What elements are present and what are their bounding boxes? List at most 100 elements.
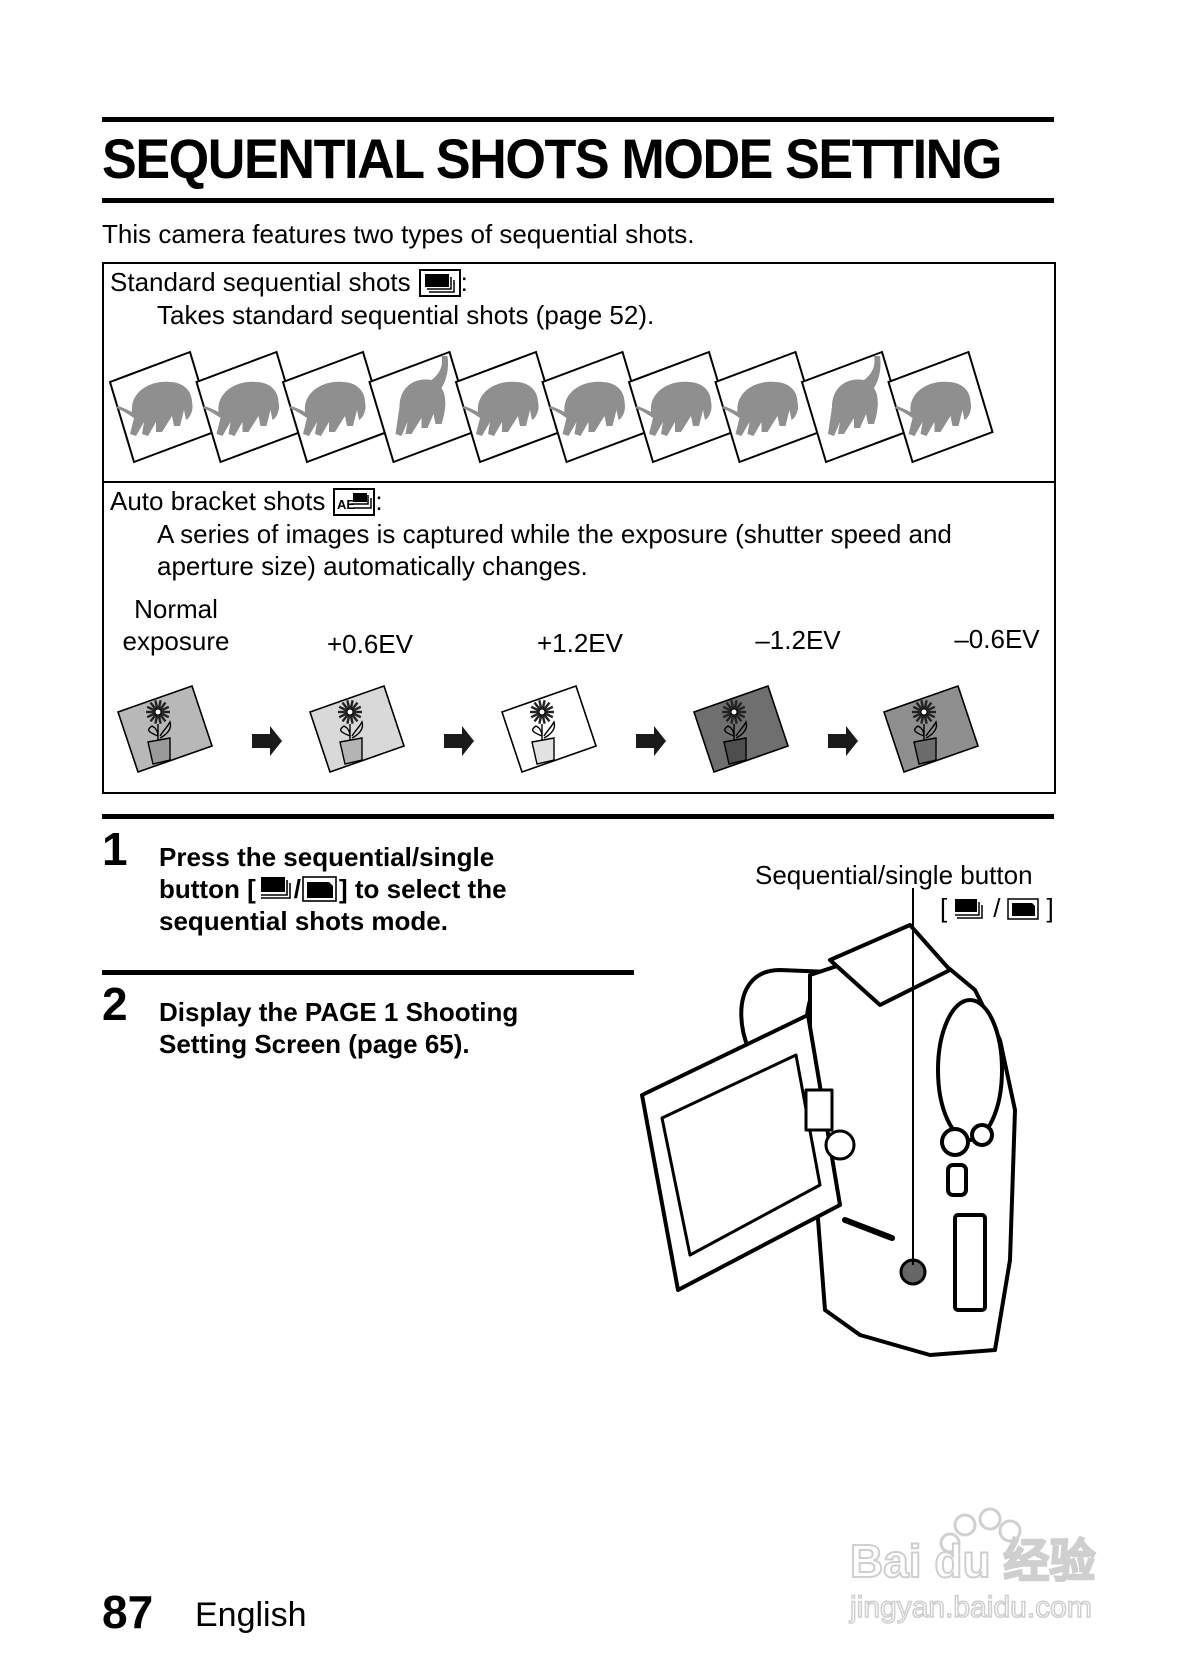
callout-close-bracket: ] bbox=[1046, 893, 1054, 923]
single-shot-icon bbox=[301, 874, 339, 904]
elephant-frame bbox=[800, 350, 908, 464]
step1-line2-slash: / bbox=[293, 874, 301, 904]
step1-line3: sequential shots mode. bbox=[159, 906, 448, 936]
standard-heading-label: Standard sequential shots bbox=[110, 267, 411, 297]
elephant-icon bbox=[721, 381, 799, 436]
auto-bracket-icon-text: AE bbox=[337, 497, 355, 512]
elephant-icon bbox=[635, 381, 712, 436]
camera-illustration bbox=[640, 888, 1017, 1357]
step2-text: Display the PAGE 1 Shooting Setting Scre… bbox=[159, 996, 518, 1060]
camera-callout-icons: [ / ] bbox=[940, 893, 1054, 924]
box-divider bbox=[102, 481, 1054, 483]
bracket-description-line2: aperture size) automatically changes. bbox=[157, 551, 588, 581]
auto-bracket-icon: AE bbox=[333, 487, 376, 516]
sequential-shots-icon bbox=[955, 898, 983, 919]
camera-callout-label: Sequential/single button bbox=[755, 860, 1033, 890]
camera-battery-door bbox=[953, 1213, 987, 1312]
step2-line2: Setting Screen (page 65). bbox=[159, 1029, 470, 1059]
page-title: SEQUENTIAL SHOTS MODE SETTING bbox=[102, 127, 1002, 190]
ev-label-minus-1-2: –1.2EV bbox=[755, 625, 841, 655]
bracket-frame bbox=[116, 684, 214, 774]
watermark-brand: Bai du 经验 bbox=[850, 1535, 1095, 1587]
bracket-description: A series of images is captured while the… bbox=[157, 518, 1047, 582]
ev-label-normal-line2: exposure bbox=[122, 626, 230, 656]
camera-slider bbox=[946, 1163, 968, 1197]
camera-hinge bbox=[804, 1088, 834, 1132]
camera-lcd-screen bbox=[660, 1053, 822, 1257]
camera-round-button bbox=[824, 1129, 856, 1161]
camera-flash bbox=[828, 923, 952, 1007]
flower-icon bbox=[338, 700, 364, 765]
camera-shutter-button bbox=[940, 1127, 970, 1157]
page-number: 87 bbox=[102, 1586, 154, 1638]
bracket-description-line1: A series of images is captured while the… bbox=[157, 519, 952, 549]
ev-label-minus-0-6: –0.6EV bbox=[954, 624, 1040, 654]
elephant-frame bbox=[627, 350, 735, 464]
step1-line1: Press the sequential/single bbox=[159, 842, 495, 872]
paw-icon bbox=[939, 1507, 1022, 1554]
page-language: English bbox=[195, 1596, 307, 1634]
standard-heading-colon: : bbox=[460, 267, 468, 297]
elephant-frame bbox=[368, 350, 475, 464]
elephant-sequence bbox=[108, 350, 994, 464]
standard-heading: Standard sequential shots : bbox=[110, 267, 468, 298]
single-shot-icon bbox=[1007, 897, 1040, 920]
ev-label-plus-0-6: +0.6EV bbox=[326, 629, 413, 659]
elephant-frame bbox=[281, 350, 389, 464]
watermark-url: jingyan.baidu.com bbox=[849, 1591, 1092, 1624]
intro-text: This camera features two types of sequen… bbox=[102, 219, 695, 249]
step2-line1: Display the PAGE 1 Shooting bbox=[159, 997, 519, 1027]
step1-number: 1 bbox=[102, 823, 128, 875]
elephant-icon bbox=[548, 381, 626, 436]
step2-number: 2 bbox=[102, 978, 128, 1030]
step1-rule bbox=[102, 814, 1054, 819]
elephant-frame bbox=[108, 350, 216, 464]
arrow-right-icon bbox=[444, 726, 474, 756]
elephant-icon bbox=[828, 356, 881, 436]
arrow-right-icon bbox=[252, 726, 282, 756]
elephant-icon bbox=[462, 381, 539, 436]
elephant-icon bbox=[289, 381, 366, 436]
sequential-shots-icon bbox=[418, 268, 461, 297]
modes-box bbox=[102, 262, 1056, 794]
bracket-heading: Auto bracket shots AE : bbox=[110, 486, 383, 517]
camera-grill bbox=[842, 1217, 895, 1241]
arrow-right-icon bbox=[828, 726, 858, 756]
title-bottom-rule bbox=[102, 198, 1054, 203]
bracket-frame bbox=[500, 684, 598, 774]
elephant-icon bbox=[395, 356, 449, 436]
elephant-frame bbox=[541, 350, 648, 464]
baidu-watermark: Bai du 经验 jingyan.baidu.com bbox=[845, 1505, 1135, 1630]
bracket-heading-colon: : bbox=[375, 486, 383, 516]
step1-line2-pre: button [ bbox=[159, 874, 256, 904]
sequential-shots-icon bbox=[256, 874, 294, 904]
camera-mode-dial bbox=[936, 998, 1004, 1142]
title-top-rule bbox=[102, 117, 1054, 122]
bracket-frame bbox=[308, 684, 406, 774]
camera-zoom-button bbox=[970, 1123, 994, 1147]
elephant-frame bbox=[887, 350, 994, 464]
elephant-icon bbox=[202, 381, 280, 436]
standard-description: Takes standard sequential shots (page 52… bbox=[157, 300, 655, 330]
bracket-frame bbox=[882, 684, 980, 774]
bracket-heading-label: Auto bracket shots bbox=[110, 486, 326, 516]
elephant-icon bbox=[894, 381, 972, 436]
elephant-frame bbox=[454, 350, 562, 464]
flower-icon bbox=[146, 700, 172, 765]
elephant-frame bbox=[195, 350, 302, 464]
step2-rule bbox=[102, 970, 634, 975]
flower-icon bbox=[530, 700, 556, 765]
step1-line2-post: ] to select the bbox=[338, 874, 507, 904]
elephant-icon bbox=[116, 381, 193, 436]
callout-slash: / bbox=[993, 893, 1001, 923]
ev-label-plus-1-2: +1.2EV bbox=[536, 628, 623, 658]
ev-label-normal: Normal exposure bbox=[116, 593, 236, 657]
ev-label-normal-line1: Normal bbox=[134, 594, 218, 624]
bracket-sequence bbox=[116, 684, 980, 774]
step1-text: Press the sequential/single button [ / ] t… bbox=[159, 841, 507, 937]
step1-line2: button [ / ] to select the bbox=[159, 873, 507, 905]
callout-open-bracket: [ bbox=[940, 893, 948, 923]
flower-icon bbox=[912, 700, 938, 765]
bracket-frame bbox=[692, 684, 790, 774]
elephant-frame bbox=[714, 350, 821, 464]
